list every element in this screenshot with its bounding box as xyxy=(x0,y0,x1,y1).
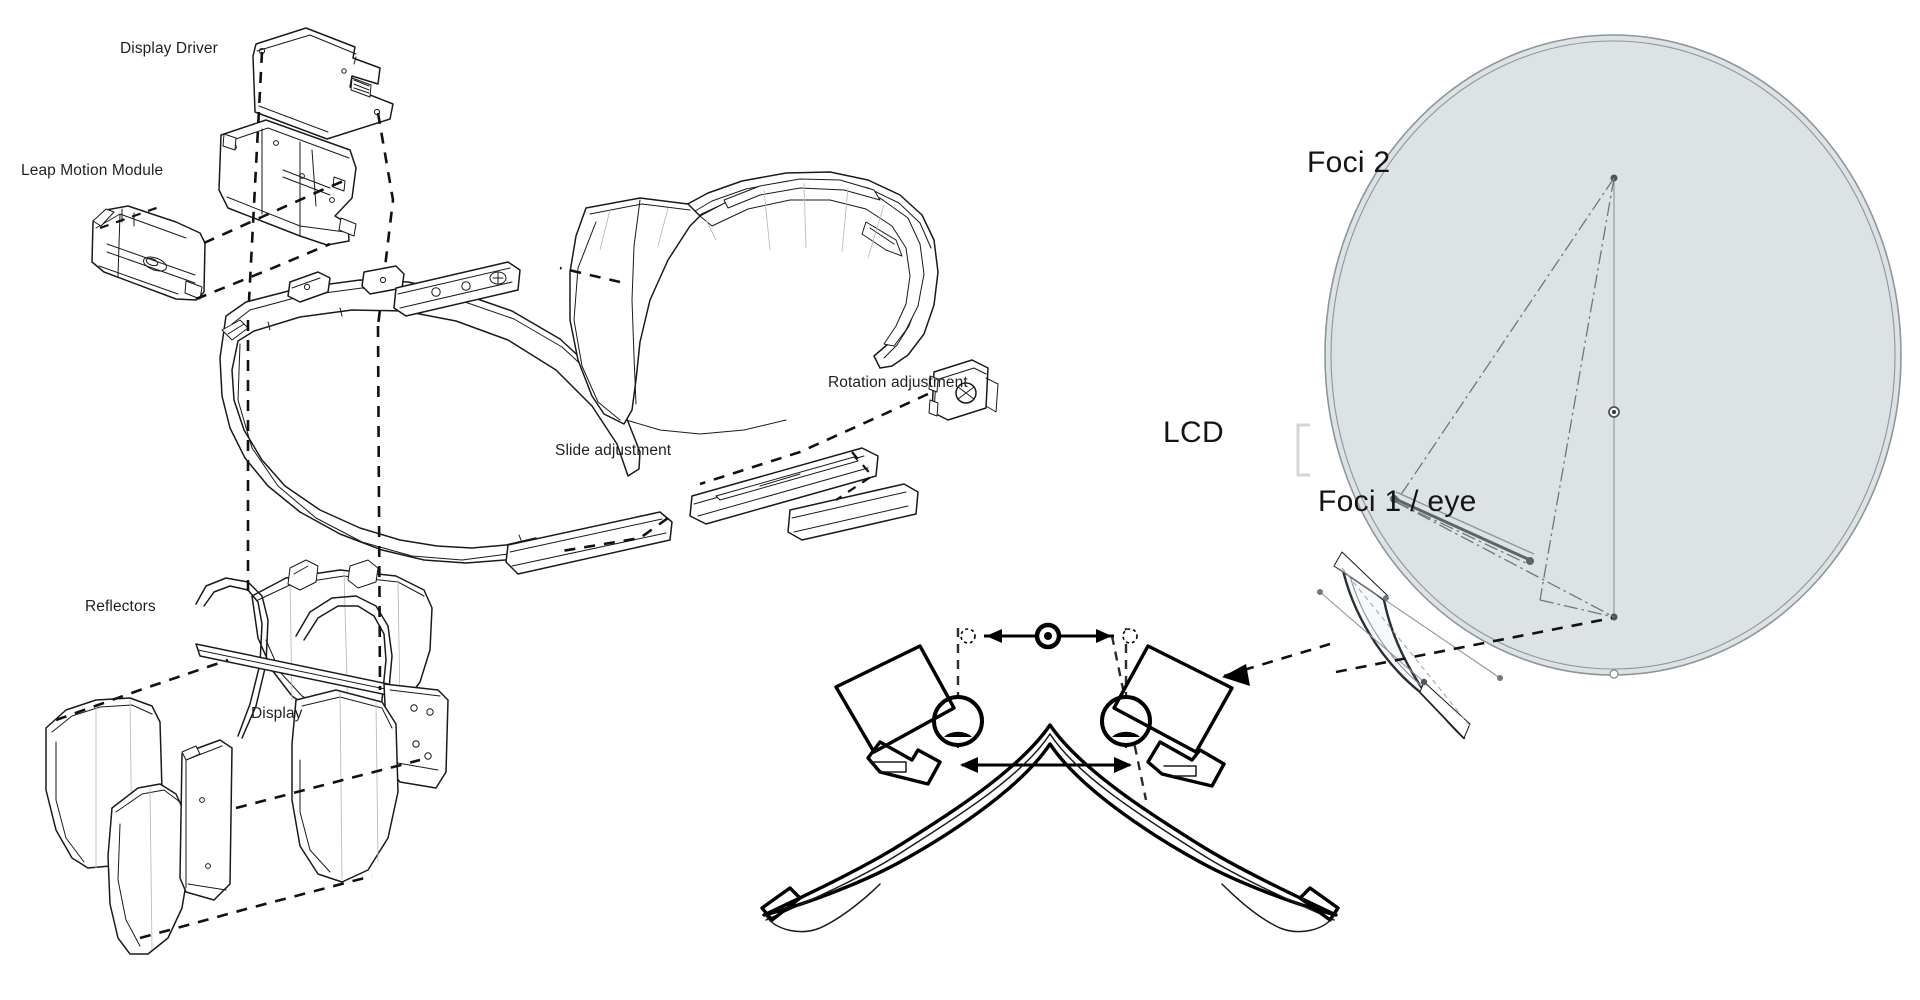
label-display-driver: Display Driver xyxy=(120,40,218,57)
ellipsoidal-optics-diagram xyxy=(1296,34,1902,740)
part-rotation-adjustment xyxy=(928,359,999,421)
label-reflectors: Reflectors xyxy=(85,598,156,615)
assembly-guide-lines-lower xyxy=(55,320,421,940)
part-reflectors xyxy=(45,697,189,955)
assembly-guide-lines-top xyxy=(99,51,395,327)
label-display: Display xyxy=(251,705,303,722)
part-display-driver xyxy=(252,27,394,140)
label-foci-2: Foci 2 xyxy=(1307,146,1391,179)
part-leap-motion-module xyxy=(91,205,206,301)
label-foci-1-eye: Foci 1 / eye xyxy=(1318,485,1477,518)
label-slide-adjustment: Slide adjustment xyxy=(555,442,672,459)
label-leap-motion-module: Leap Motion Module xyxy=(21,162,164,179)
label-lcd: LCD xyxy=(1163,416,1224,449)
part-display-assembly xyxy=(179,559,449,901)
optics-callout-arrow xyxy=(1222,642,1331,686)
part-swing-arm xyxy=(393,261,521,317)
assembly-guide-lines-mid xyxy=(555,266,929,554)
part-slide-adjustment xyxy=(689,447,919,541)
label-rotation-adjustment: Rotation adjustment xyxy=(828,374,968,391)
ipd-optical-diagram xyxy=(760,622,1340,933)
part-headband xyxy=(569,171,939,435)
